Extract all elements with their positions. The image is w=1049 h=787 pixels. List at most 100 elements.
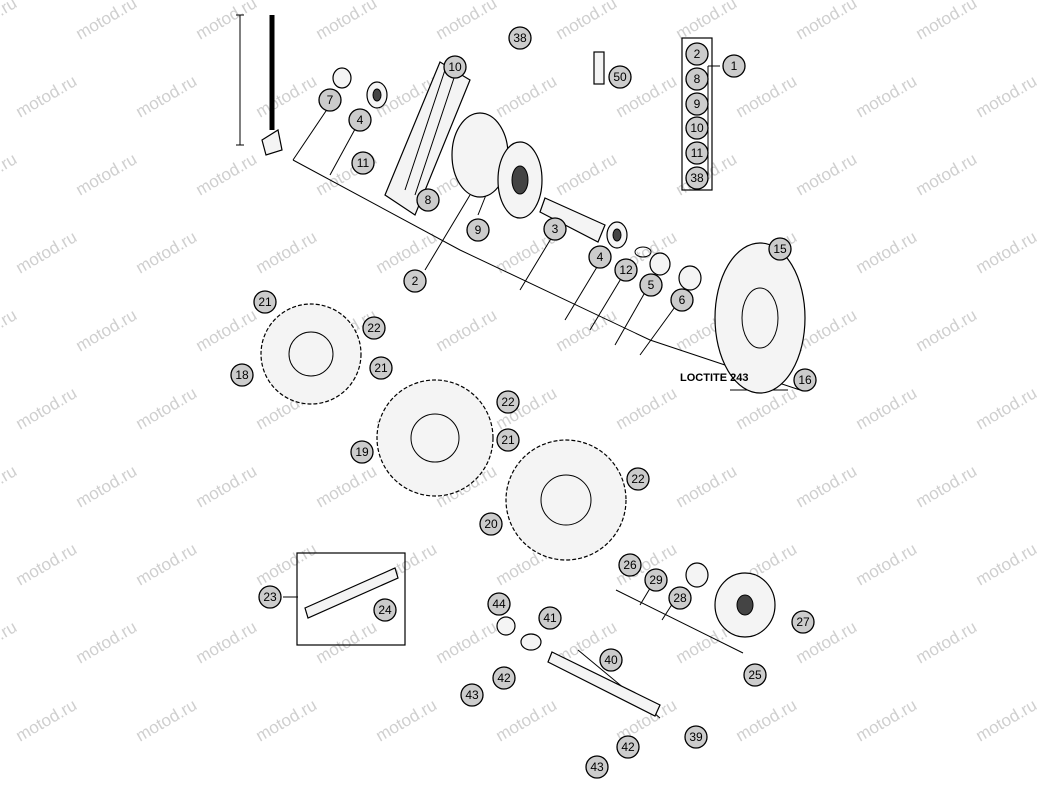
nut-44	[496, 616, 516, 636]
callout-22: 22	[362, 316, 386, 340]
callout-43: 43	[585, 755, 609, 779]
callout-circle	[466, 218, 490, 242]
callout-circle	[793, 368, 817, 392]
watermark-text: motod.ru	[793, 461, 861, 511]
watermark-text: motod.ru	[973, 539, 1041, 589]
callout-circle	[685, 116, 709, 140]
watermark-text: motod.ru	[913, 461, 981, 511]
watermark-text: motod.ru	[493, 71, 561, 121]
callout-circle	[496, 428, 520, 452]
watermark-text: motod.ru	[0, 461, 20, 511]
callout-number: 11	[357, 156, 370, 170]
callout-number: 38	[690, 171, 704, 185]
callout-circle	[318, 88, 342, 112]
watermark-text: motod.ru	[13, 71, 81, 121]
callout-circle	[362, 316, 386, 340]
callout-number: 27	[796, 615, 810, 629]
watermark-text: motod.ru	[73, 617, 141, 667]
callout-number: 18	[235, 368, 249, 382]
callout-circle	[626, 467, 650, 491]
brake-disc	[714, 242, 806, 394]
callout-18: 18	[230, 363, 254, 387]
callout-number: 22	[631, 472, 645, 486]
callout-number: 9	[694, 97, 701, 111]
watermark-text: motod.ru	[673, 0, 741, 43]
watermark-text: motod.ru	[13, 227, 81, 277]
loctite-label: LOCTITE 243	[680, 372, 748, 384]
callout-42: 42	[492, 666, 516, 690]
callout-circle	[668, 586, 692, 610]
watermark-text: motod.ru	[133, 695, 201, 745]
hub	[451, 112, 543, 219]
callout-4: 4	[588, 245, 612, 269]
callout-circle	[253, 290, 277, 314]
callout-number: 40	[604, 653, 618, 667]
sprocket-large	[260, 303, 362, 405]
callout-circle	[258, 585, 282, 609]
callout-circle	[496, 390, 520, 414]
callout-9: 9	[466, 218, 490, 242]
callout-circle	[685, 67, 709, 91]
watermark-text: motod.ru	[553, 149, 621, 199]
callout-number: 4	[357, 113, 364, 127]
callout-28: 28	[668, 586, 692, 610]
callout-circle	[685, 141, 709, 165]
watermark-text: motod.ru	[973, 383, 1041, 433]
watermark-text: motod.ru	[253, 539, 321, 589]
watermark-text: motod.ru	[193, 149, 261, 199]
callout-43: 43	[460, 683, 484, 707]
watermark-text: motod.ru	[0, 617, 20, 667]
callout-circle	[351, 151, 375, 175]
callout-number: 21	[258, 295, 272, 309]
callout-circle	[722, 54, 746, 78]
callout-circle	[685, 92, 709, 116]
callout-number: 4	[597, 250, 604, 264]
watermark-text: motod.ru	[133, 71, 201, 121]
watermark-text: motod.ru	[0, 149, 20, 199]
callout-5: 5	[639, 273, 663, 297]
callout-number: 43	[465, 688, 479, 702]
callout-27: 27	[791, 610, 815, 634]
watermark-text: motod.ru	[133, 227, 201, 277]
watermark-text: motod.ru	[133, 539, 201, 589]
callout-number: 42	[497, 671, 511, 685]
chain-adjuster	[520, 633, 542, 651]
callout-circle	[599, 648, 623, 672]
callout-circle	[588, 245, 612, 269]
callout-number: 41	[543, 611, 557, 625]
callout-number: 8	[694, 72, 701, 86]
callout-number: 5	[648, 278, 655, 292]
watermark-text: motod.ru	[973, 695, 1041, 745]
axle-rod	[261, 15, 283, 156]
callout-circle	[373, 598, 397, 622]
spacer-bushing	[678, 265, 702, 291]
callout-number: 25	[748, 668, 762, 682]
callout-circle	[479, 512, 503, 536]
callout-circle	[685, 42, 709, 66]
callout-26: 26	[618, 553, 642, 577]
callout-25: 25	[743, 663, 767, 687]
callout-number: 43	[590, 760, 604, 774]
watermark-text: motod.ru	[13, 695, 81, 745]
callout-7: 7	[318, 88, 342, 112]
watermark-text: motod.ru	[853, 383, 921, 433]
callout-circle	[670, 288, 694, 312]
callout-23: 23	[258, 585, 282, 609]
callout-11: 11	[351, 151, 375, 175]
callout-number: 26	[623, 558, 637, 572]
watermark-text: motod.ru	[193, 617, 261, 667]
callout-circle	[685, 166, 709, 190]
callout-circle	[768, 237, 792, 261]
callout-number: 29	[649, 573, 663, 587]
callout-number: 50	[613, 70, 627, 84]
watermark-text: motod.ru	[73, 461, 141, 511]
callout-41: 41	[538, 606, 562, 630]
callout-circle	[543, 217, 567, 241]
callout-circle	[644, 568, 668, 592]
watermark-text: motod.ru	[733, 71, 801, 121]
valve-stem	[593, 51, 605, 85]
callout-8: 8	[416, 188, 440, 212]
callout-40: 40	[599, 648, 623, 672]
circlip	[634, 246, 652, 258]
callout-circle	[348, 108, 372, 132]
